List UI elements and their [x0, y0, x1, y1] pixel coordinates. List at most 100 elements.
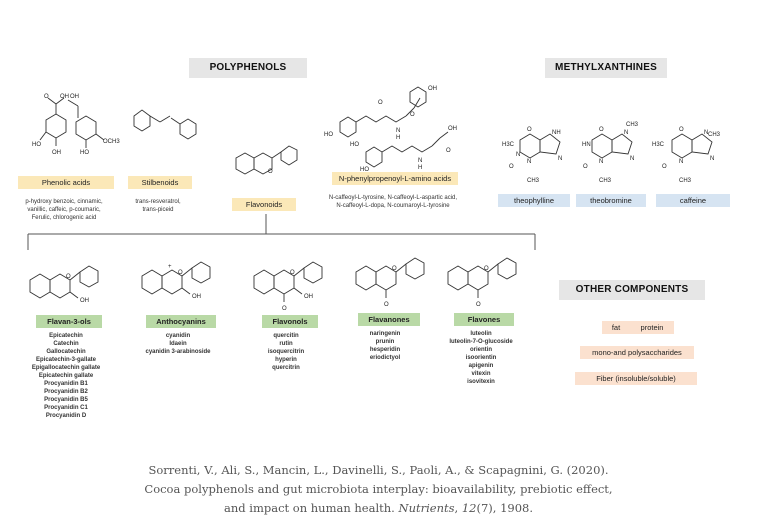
caffeine-structure	[671, 133, 713, 159]
struct-label: N	[710, 156, 714, 162]
citation-text: and impact on human health.	[223, 501, 399, 515]
list-item: Procyanidin C1	[44, 405, 88, 411]
citation-line-2: Cocoa polyphenols and gut microbiota int…	[144, 482, 613, 496]
citation-caption: Sorrenti, V., Ali, S., Mancin, L., Davin…	[0, 461, 757, 518]
struct-label: N	[679, 159, 683, 165]
struct-label: O	[446, 148, 451, 154]
struct-label: CH3	[679, 178, 692, 184]
list-item: quercitrin	[272, 365, 300, 371]
struct-label: HO	[80, 150, 89, 156]
struct-label: N	[599, 159, 603, 165]
list-item: Gallocatechin	[46, 349, 86, 355]
struct-label: O	[484, 266, 489, 272]
flavonols-structure	[253, 261, 323, 302]
list-item: Idaein	[169, 341, 187, 347]
struct-label: HO	[324, 132, 333, 138]
fiber-label: Fiber (insoluble/soluble)	[575, 372, 697, 385]
struct-label: HO	[32, 142, 41, 148]
struct-label: O	[679, 127, 684, 133]
struct-label: NH	[552, 130, 561, 136]
citation-line-3: and impact on human health. Nutrients, 1…	[0, 499, 757, 518]
struct-label: CH3	[626, 122, 639, 128]
struct-label: +	[168, 264, 172, 270]
list-item: Procyanidin D	[45, 413, 87, 419]
struct-label: OH	[70, 94, 79, 100]
theophylline-structure	[519, 133, 561, 159]
struct-label: O	[268, 169, 273, 175]
struct-label: N	[396, 128, 400, 134]
flavonols-label: Flavonols	[262, 315, 318, 328]
struct-label: OH	[304, 294, 313, 300]
struct-label: O	[66, 274, 71, 280]
list-item: prunin	[375, 339, 395, 345]
flavonoids-label: Flavonoids	[232, 198, 296, 211]
struct-label: N	[558, 156, 562, 162]
struct-label: OH	[428, 86, 437, 92]
struct-label: O	[384, 302, 389, 308]
list-item: Procyanidin B1	[44, 381, 88, 387]
stilbene-structure	[133, 109, 197, 140]
list-item: Epicatechin	[49, 333, 83, 339]
struct-label: O	[178, 270, 183, 276]
struct-label: N	[630, 156, 634, 162]
struct-label: O	[599, 127, 604, 133]
phenolic-acids-label: Phenolic acids	[18, 176, 114, 189]
list-item: isoorientin	[465, 355, 497, 361]
flavan-3-ols-examples: Epicatechin Catechin Gallocatechin Epica…	[16, 332, 116, 420]
header-methylxanthines: METHYLXANTHINES	[545, 58, 667, 78]
struct-label: CH3	[527, 178, 540, 184]
struct-label: O	[282, 306, 287, 312]
struct-label: N	[527, 159, 531, 165]
list-item: Procyanidin B5	[44, 397, 88, 403]
list-item: isoquercitrin	[267, 349, 305, 355]
struct-label: H3C	[652, 142, 665, 148]
struct-label: CH3	[708, 132, 721, 138]
list-item: cyanidin	[165, 333, 191, 339]
phenolic-acid-structure-2	[67, 99, 105, 148]
list-item: quercitin	[273, 333, 299, 339]
struct-label: OH	[60, 94, 69, 100]
struct-label: HN	[582, 142, 591, 148]
anthocyanins-structure	[141, 261, 211, 295]
struct-label: O	[410, 112, 415, 118]
struct-label: H3C	[502, 142, 515, 148]
citation-volume: 12	[461, 501, 477, 515]
flavonols-examples: quercitin rutin isoquercitrin hyperin qu…	[246, 332, 326, 372]
flavones-label: Flavones	[454, 313, 514, 326]
struct-label: O	[378, 100, 383, 106]
flavanones-label: Flavanones	[358, 313, 420, 326]
struct-label: O	[527, 127, 532, 133]
citation-journal: Nutrients	[398, 501, 455, 515]
citation-sep: ,	[454, 501, 462, 515]
struct-label: H	[396, 135, 400, 141]
flavan-3-ols-structure	[29, 265, 99, 299]
list-item: vitexin	[471, 371, 491, 377]
stilbenoids-examples: trans-resveratrol, trans-piceid	[122, 198, 194, 214]
struct-label: OCH3	[103, 139, 120, 145]
citation-issue: (7)	[476, 501, 493, 515]
struct-label: OH	[192, 294, 201, 300]
list-item: luteolin	[470, 331, 492, 337]
struct-label: O	[392, 266, 397, 272]
struct-label: H	[418, 165, 422, 171]
list-item: isovitexin	[467, 379, 495, 385]
stilbenoids-label: Stilbenoids	[128, 176, 192, 189]
mono-polysaccharides-label: mono-and polysaccharides	[580, 346, 694, 359]
struct-label: OH	[80, 298, 89, 304]
list-item: rutin	[279, 341, 293, 347]
struct-label: O	[509, 164, 514, 170]
theobromine-structure	[591, 133, 633, 159]
theophylline-label: theophylline	[498, 194, 570, 207]
struct-label: O	[476, 302, 481, 308]
list-item: apigenin	[468, 363, 494, 369]
caffeine-label: caffeine	[656, 194, 730, 207]
flavan-3-ols-label: Flavan-3-ols	[36, 315, 102, 328]
list-item: Epicatechin-3-gallate	[35, 357, 97, 363]
flavanones-structure	[355, 257, 425, 298]
list-item: trans-resveratrol,	[135, 199, 181, 205]
struct-label: N	[418, 158, 422, 164]
n-phenylpropenoyl-structure	[339, 86, 449, 168]
list-item: luteolin-7-O-glucoside	[449, 339, 513, 345]
struct-label: O	[290, 270, 295, 276]
structures-canvas: OH O HO OH OH OCH3 HO O HO HO O N H OH O…	[27, 86, 721, 312]
